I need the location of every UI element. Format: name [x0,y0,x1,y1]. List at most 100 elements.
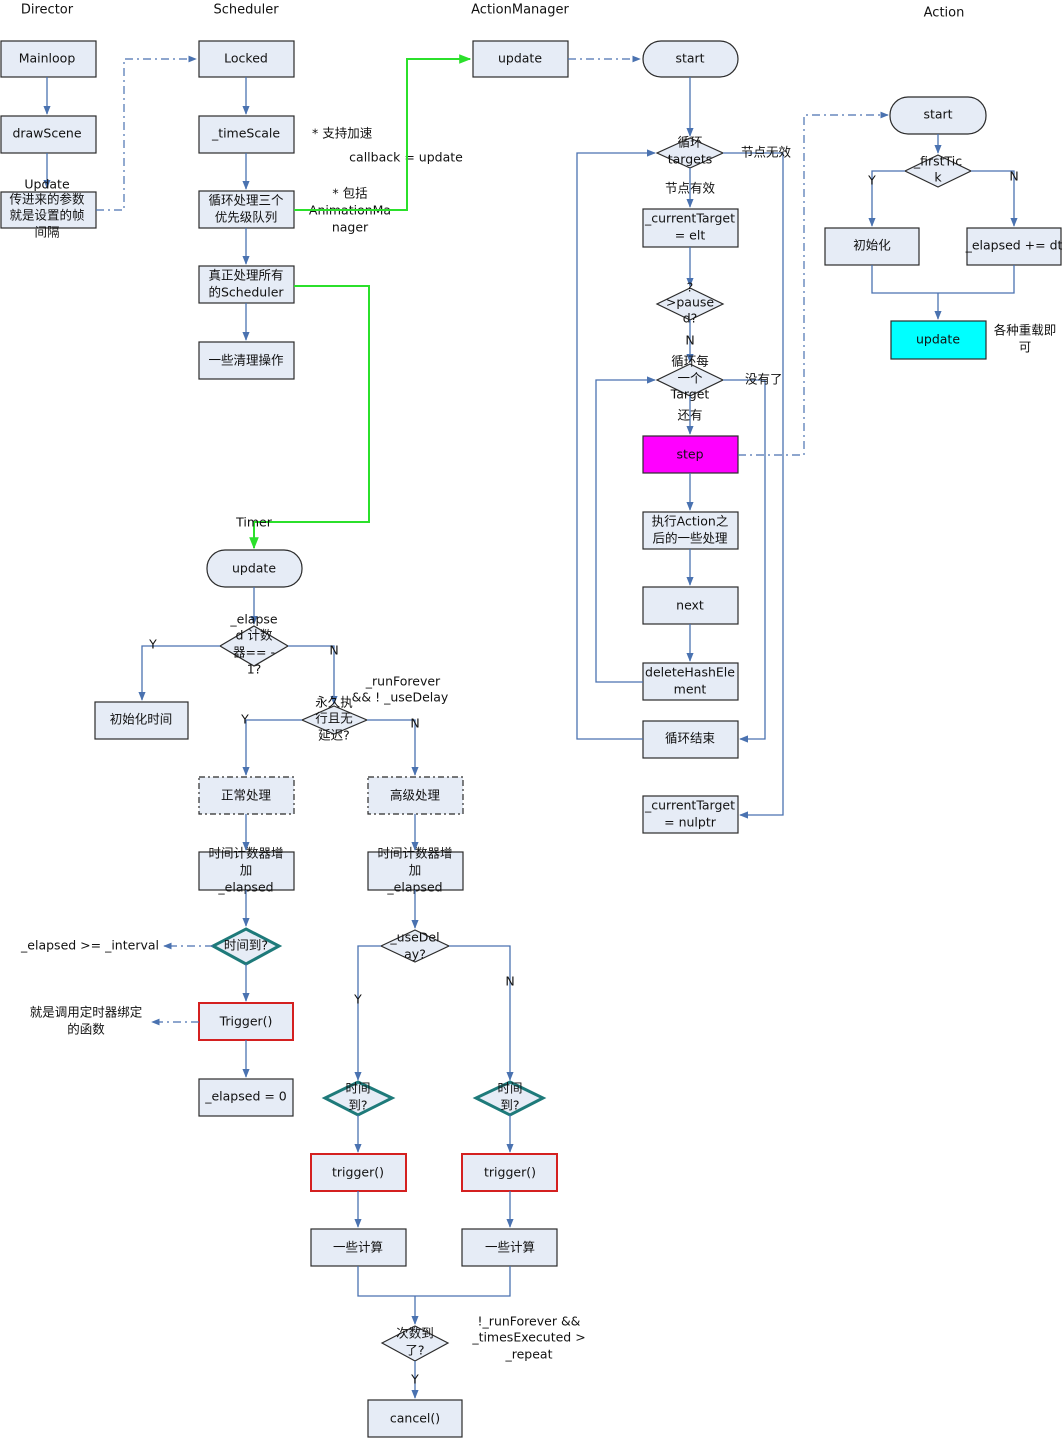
time-up-n-line1: 时间 [497,1081,522,1096]
node-director-update-line1: 传进来的参数 [9,192,85,207]
node-advanced: 高级处理 [367,776,464,815]
first-tick-line2: k [934,170,942,185]
node-loop-end: 循环结束 [642,720,739,759]
action-start-label: start [923,107,952,122]
trigger-y-label: trigger() [332,1165,384,1180]
node-action-init: 初始化 [824,227,920,266]
count-check-yes: Y [410,1372,419,1387]
node-current-target: _currentTarget = elt [642,208,739,248]
use-delay-line2: ay? [404,947,426,962]
interval-note: _elapsed >= _interval [20,938,159,953]
current-target-line1: _currentTarget [644,211,735,226]
node-time-up: 时间到? [209,927,283,966]
node-current-null: _currentTarget = nulptr [642,795,739,834]
overload-note-line2: 可 [1019,340,1032,355]
header-director: Director [21,3,74,18]
trigger-n-label: trigger() [484,1165,536,1180]
node-cancel: cancel() [367,1399,463,1438]
trigger-note-line2: 的函数 [67,1022,105,1037]
node-director-update-line2: 就是设置的帧 [9,208,84,223]
elapsed-check-line1: _elapse [229,612,278,627]
elapsed-check-yes: Y [148,637,157,652]
node-real-process-line2: 的Scheduler [208,285,284,300]
node-time-up-n: 时间 到? [472,1080,547,1117]
incr-left-line3: _elapsed [217,880,273,895]
reset-label: _elapsed = 0 [204,1089,287,1104]
step-label: step [676,447,703,462]
node-first-tick: _firstTic k [903,154,973,188]
node-paused: ? >pause d? [655,280,725,326]
node-director-update: Update 传进来的参数 就是设置的帧 间隔 [0,177,97,240]
node-incr-right: 时间计数器增 加 _elapsed [367,846,464,895]
paused-no: N [685,333,694,348]
first-tick-line1: _firstTic [913,154,962,169]
node-reset: _elapsed = 0 [198,1078,294,1117]
current-target-line2: = elt [675,228,706,243]
action-update-label: update [916,332,960,347]
use-delay-no: N [505,974,514,989]
loop-targets-line1: 循环 [677,135,702,150]
repeat-note-line2: _timesExecuted > [471,1330,585,1345]
node-normal-label: 正常处理 [221,788,272,803]
node-real-process-line1: 真正处理所有 [208,268,283,283]
node-mainloop-label: Mainloop [19,51,76,66]
action-init-label: 初始化 [853,238,891,253]
node-action-start: start [889,96,987,135]
current-null-line1: _currentTarget [644,798,735,813]
node-timer-update: update [206,549,303,588]
node-cleanup: 一些清理操作 [198,341,295,380]
time-up-y-line1: 时间 [345,1081,370,1096]
incr-left-line2: 加 [240,863,253,878]
forever-check-line1: 永久执 [315,695,353,710]
time-scale-note: * 支持加速 [312,126,373,141]
repeat-note-line3: _repeat [505,1347,553,1362]
elapsed-add-label: _elapsed += dt [965,238,1062,253]
node-incr-left: 时间计数器增 加 _elapsed [198,846,295,895]
elapsed-check-line3: 器== - [233,645,275,660]
node-loop-queues-line1: 循环处理三个 [208,193,284,208]
node-valid-label: 节点有效 [665,181,716,196]
forever-check-line3: 延迟? [318,728,350,743]
node-init-time-label: 初始化时间 [110,712,173,727]
use-delay-line1: _useDel [389,930,439,945]
node-director-update-title: Update [24,177,70,192]
forever-check-no: N [410,716,419,731]
calc-n-label: 一些计算 [485,1240,535,1255]
cancel-label: cancel() [390,1411,440,1426]
incr-right-line2: 加 [409,863,422,878]
node-loop-queues: 循环处理三个 优先级队列 [198,190,295,229]
node-next: next [642,586,739,625]
am-start-label: start [675,51,704,66]
node-am-update: update [472,40,569,78]
count-check-line2: 了? [405,1343,424,1358]
paused-line3: d? [683,311,698,326]
use-delay-yes: Y [353,992,362,1007]
node-draw-scene: drawScene [0,115,97,154]
after-action-line2: 后的一些处理 [652,531,728,546]
node-trigger-left: Trigger() [198,1002,294,1041]
header-action-manager: ActionManager [471,3,569,18]
loop-targets-line2: targets [668,152,713,167]
has-more-label: 还有 [677,408,702,423]
node-forever-check: 永久执 行且无 延迟? [300,695,369,743]
trigger-left-label: Trigger() [219,1014,273,1029]
node-use-delay: _useDel ay? [379,929,451,963]
run-forever-note-line2: && ! _useDelay [352,690,449,705]
first-tick-yes: Y [867,173,876,188]
node-step: step [642,435,739,474]
node-director-update-line3: 间隔 [34,225,59,240]
node-action-update: update [890,320,987,360]
node-trigger-y: trigger() [310,1153,407,1192]
node-real-process: 真正处理所有 的Scheduler [198,265,295,304]
elapsed-check-line4: 1? [247,662,262,677]
am-update-label: update [498,51,542,66]
node-draw-scene-label: drawScene [12,126,81,141]
node-locked: Locked [198,40,295,78]
node-locked-label: Locked [224,51,268,66]
include-note-line1: * 包括 [332,186,367,201]
node-calc-n: 一些计算 [461,1228,558,1267]
node-timer-update-label: update [232,561,276,576]
time-up-label: 时间到? [224,938,268,953]
elapsed-check-line2: d 计数 [236,628,273,643]
